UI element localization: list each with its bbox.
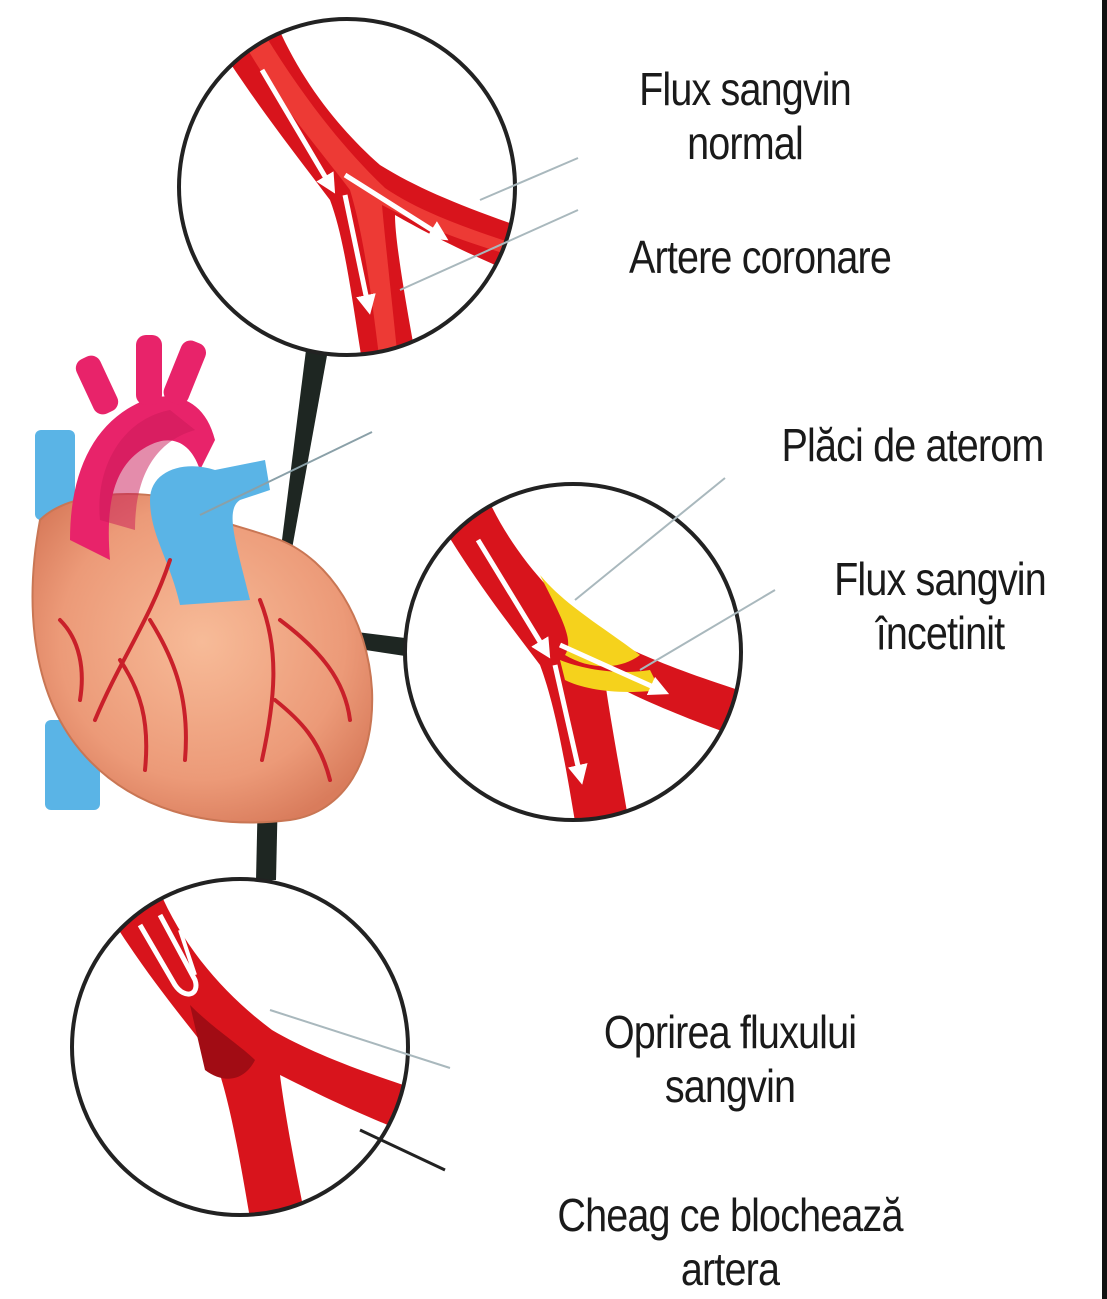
label-slowed-flow-line2: încetinit <box>785 606 1095 660</box>
label-normal-flow-line1: Flux sangvin <box>586 62 904 116</box>
connector-top <box>282 350 328 560</box>
label-plaques-text: Plăci de aterom <box>747 418 1078 472</box>
label-plaques: Plăci de aterom <box>747 418 1078 472</box>
label-coronary: Artere coronare <box>588 230 932 284</box>
label-stopped-flow-line1: Oprirea fluxului <box>549 1005 910 1059</box>
label-stopped-flow-line2: sangvin <box>549 1059 910 1113</box>
label-stopped-flow: Oprirea fluxului sangvin <box>549 1005 910 1113</box>
label-normal-flow: Flux sangvin normal <box>586 62 904 170</box>
circle-stopped-flow <box>72 879 450 1230</box>
label-clot-line2: artera <box>498 1242 962 1296</box>
label-coronary-text: Artere coronare <box>588 230 932 284</box>
label-clot-line1: Cheag ce blochează <box>498 1188 962 1242</box>
label-slowed-flow: Flux sangvin încetinit <box>785 552 1095 660</box>
label-normal-flow-line2: normal <box>586 116 904 170</box>
label-slowed-flow-line1: Flux sangvin <box>785 552 1095 606</box>
label-clot: Cheag ce blochează artera <box>498 1188 962 1296</box>
circle-normal-flow <box>179 19 578 380</box>
heart-illustration <box>33 335 373 822</box>
circle-slowed-flow <box>405 478 775 840</box>
